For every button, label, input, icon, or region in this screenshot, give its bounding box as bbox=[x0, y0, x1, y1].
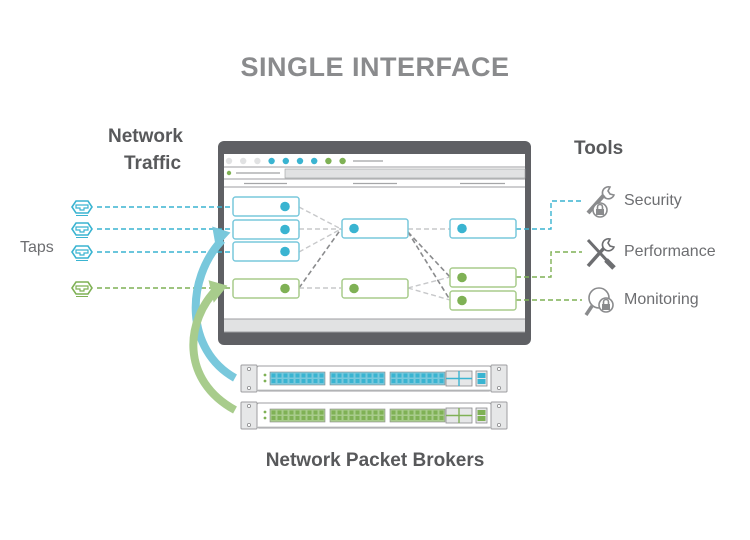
toolbar-dot-gray[interactable] bbox=[240, 157, 247, 165]
port-box-green[interactable] bbox=[341, 278, 409, 299]
toolbar-dot-blue[interactable] bbox=[311, 157, 318, 165]
port-status-dot bbox=[457, 223, 467, 234]
port-box-blue[interactable] bbox=[232, 196, 300, 217]
port-box-green[interactable] bbox=[232, 278, 300, 299]
port-status-dot bbox=[457, 272, 467, 283]
toolbar-dot-green[interactable] bbox=[339, 157, 346, 165]
tap-icon[interactable] bbox=[71, 222, 93, 238]
window-footer bbox=[224, 319, 525, 332]
toolbar-dot-gray[interactable] bbox=[254, 157, 261, 165]
wrench-lock-icon bbox=[586, 186, 616, 218]
diagram-title: SINGLE INTERFACE bbox=[240, 52, 510, 82]
taps-label: Taps bbox=[20, 239, 54, 256]
port-box-blue[interactable] bbox=[232, 219, 300, 240]
tool-label-performance: Performance bbox=[624, 243, 716, 260]
network-traffic-label: Network bbox=[108, 126, 183, 147]
tap-icon[interactable] bbox=[71, 281, 93, 297]
green-arrow-head bbox=[208, 280, 228, 303]
toolbar-dot-blue[interactable] bbox=[282, 157, 289, 165]
port-status-dot bbox=[457, 295, 467, 306]
broker-green bbox=[240, 401, 508, 430]
broker-blue bbox=[240, 364, 508, 393]
toolbar-dot-gray[interactable] bbox=[225, 157, 233, 165]
port-bank bbox=[329, 408, 386, 423]
port-box-blue[interactable] bbox=[449, 218, 517, 239]
blue-arrow-head bbox=[212, 226, 231, 249]
tool-label-monitoring: Monitoring bbox=[624, 291, 699, 308]
port-box-blue[interactable] bbox=[341, 218, 409, 239]
port-box-green[interactable] bbox=[449, 290, 517, 311]
port-status-dot bbox=[280, 246, 290, 257]
port-status-dot bbox=[280, 201, 290, 212]
magnifier-lock-icon bbox=[584, 287, 614, 316]
port-status-dot bbox=[349, 223, 359, 234]
port-bank bbox=[389, 371, 446, 386]
port-status-dot bbox=[280, 283, 290, 294]
green-flow-arrow bbox=[189, 285, 237, 414]
tap-icon[interactable] bbox=[71, 245, 93, 261]
port-status-dot bbox=[349, 283, 359, 294]
tool-links bbox=[516, 200, 582, 301]
tab-bar-empty bbox=[284, 168, 526, 179]
port-status-dot bbox=[280, 224, 290, 235]
toolbar-dot-blue[interactable] bbox=[296, 157, 304, 165]
internal-connections bbox=[298, 206, 451, 301]
port-bank bbox=[269, 408, 326, 423]
tap-icon[interactable] bbox=[71, 200, 93, 216]
toolbar-dot-green[interactable] bbox=[325, 157, 332, 165]
toolbar-status-dots bbox=[225, 157, 346, 165]
active-tab-dot[interactable] bbox=[226, 170, 232, 176]
network-packet-brokers-label: Network Packet Brokers bbox=[265, 450, 485, 471]
tools-heading: Tools bbox=[574, 138, 624, 159]
port-box-blue[interactable] bbox=[232, 241, 300, 262]
toolbar-dot-blue[interactable] bbox=[268, 157, 275, 165]
port-bank bbox=[389, 408, 446, 423]
port-box-green[interactable] bbox=[449, 267, 517, 288]
port-bank bbox=[329, 371, 386, 386]
tool-label-security: Security bbox=[624, 192, 682, 209]
sfp-ports bbox=[445, 407, 488, 424]
sfp-ports bbox=[445, 370, 488, 387]
wrench-screwdriver-icon bbox=[586, 238, 616, 270]
port-bank bbox=[269, 371, 326, 386]
port-boxes bbox=[232, 196, 517, 311]
network-traffic-label-line2: Traffic bbox=[124, 153, 182, 174]
